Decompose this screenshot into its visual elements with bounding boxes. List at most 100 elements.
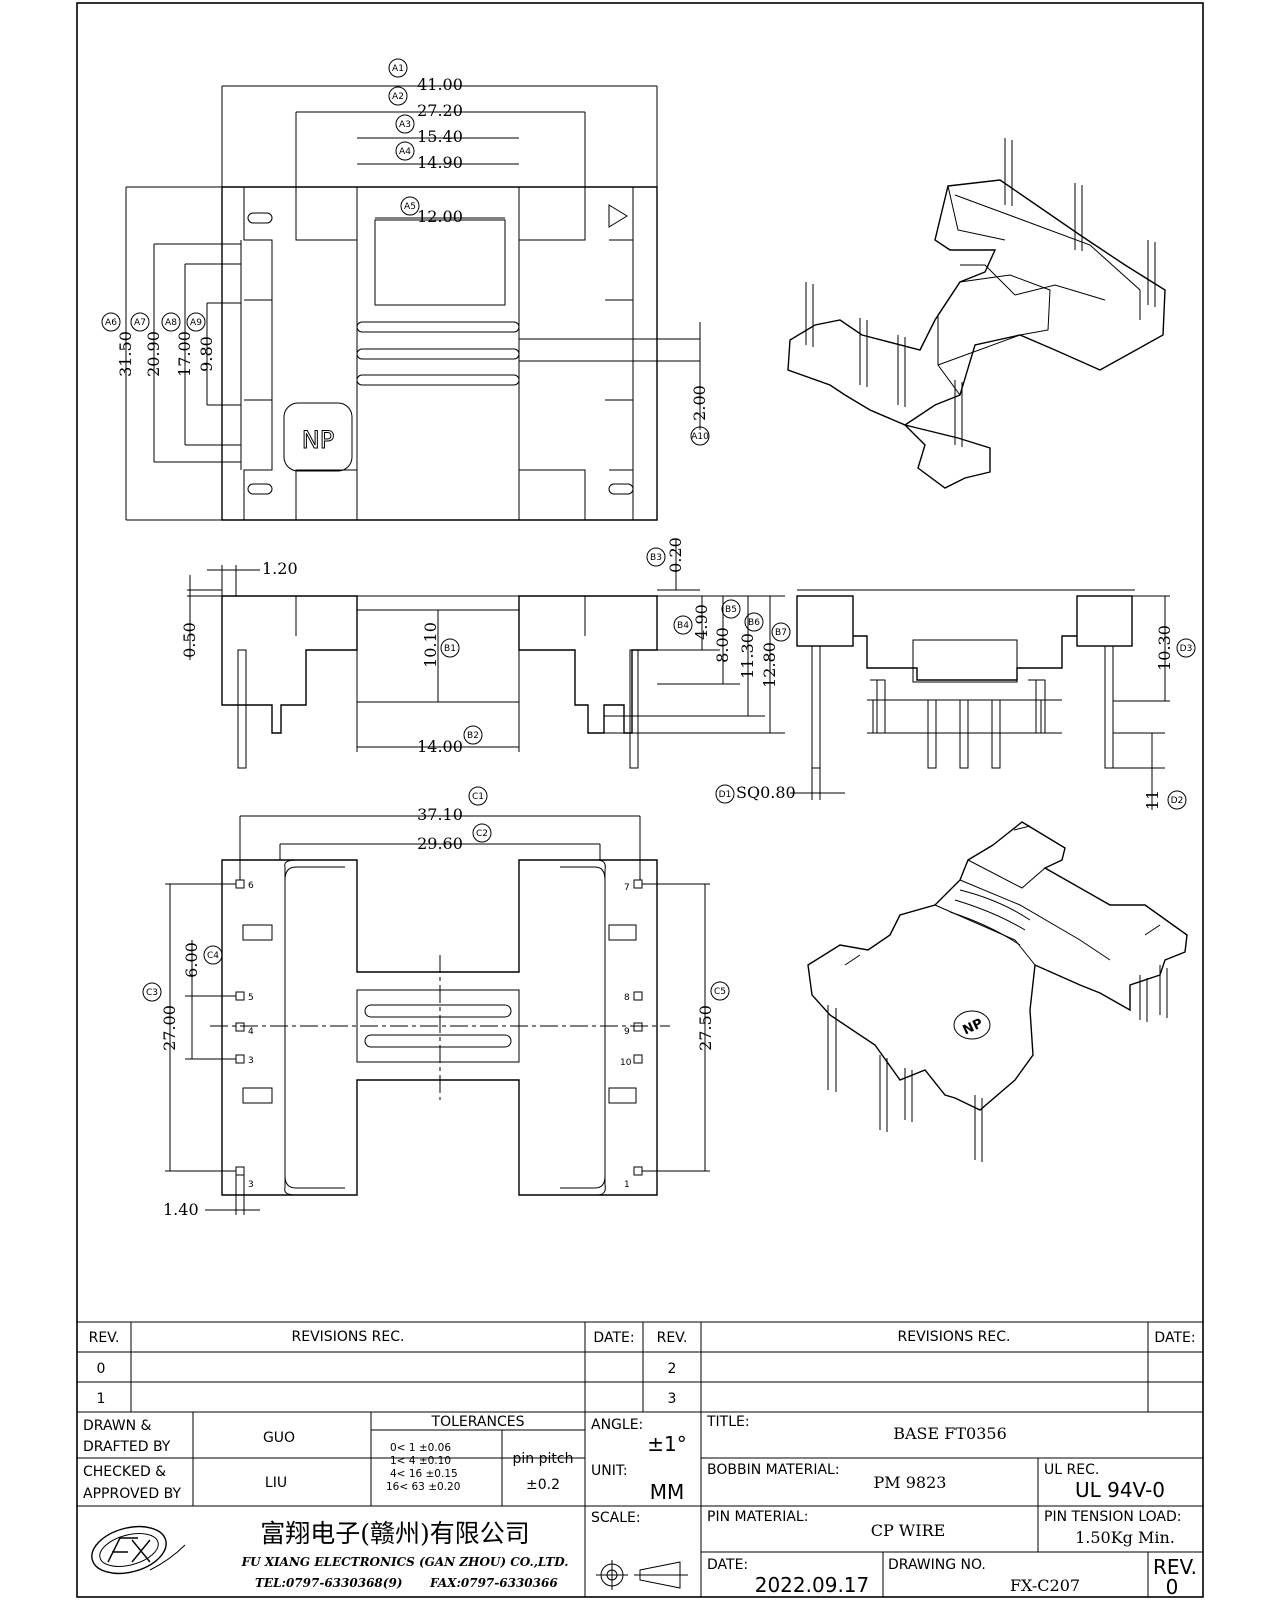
bubble-a6: A6	[101, 312, 121, 332]
pin-number-3b: 3	[248, 1056, 254, 1066]
pin-tension-label: PIN TENSION LOAD:	[1044, 1509, 1181, 1525]
svg-text:C1: C1	[472, 792, 484, 802]
bubble-b1: B1	[440, 638, 460, 658]
dim-c5-text: 27.50	[696, 1005, 715, 1051]
svg-text:B1: B1	[444, 644, 456, 654]
bubble-d2: D2	[1167, 790, 1187, 810]
revisions-header-right: REVISIONS REC.	[898, 1329, 1011, 1345]
drawing-no-label: DRAWING NO.	[888, 1557, 986, 1573]
title-block: DRAWN & DRAFTED BY GUO CHECKED & APPROVE…	[77, 1412, 1203, 1599]
checked-value: LIU	[265, 1475, 287, 1491]
pin-number-3: 3	[248, 1180, 254, 1190]
bubble-b4: B4	[673, 615, 693, 635]
iso-view-top	[787, 138, 1166, 489]
ul-value: UL 94V-0	[1075, 1478, 1165, 1502]
dim-a2-text: 27.20	[417, 101, 463, 120]
np-logo-text: NP	[302, 426, 334, 454]
bubble-a7: A7	[130, 312, 150, 332]
tolerance-row-3: 16< 63 ±0.20	[386, 1481, 460, 1493]
pin-material-value: CP WIRE	[871, 1521, 946, 1540]
svg-text:A3: A3	[399, 120, 411, 130]
dim-a8-text: 17.00	[175, 331, 194, 377]
unit-value: MM	[650, 1480, 685, 1504]
bubble-a3: A3	[395, 114, 415, 134]
svg-text:A2: A2	[392, 92, 404, 102]
bottom-view: 6 7 5 8 4 9 3 10 3 1 37.10 C1 29.60 C2 2…	[142, 786, 730, 1219]
dim-b3-text: 0.20	[666, 537, 685, 573]
sheet-border	[76, 2, 1204, 1598]
rev-value: 0	[1166, 1575, 1179, 1599]
dim-050-text: 0.50	[180, 622, 199, 658]
svg-text:B3: B3	[650, 553, 662, 563]
svg-text:A7: A7	[134, 318, 146, 328]
bubble-d3: D3	[1176, 638, 1196, 658]
svg-text:D2: D2	[1171, 796, 1184, 806]
bubble-b7: B7	[771, 622, 791, 642]
bubble-c4: C4	[203, 945, 223, 965]
dim-a4-text: 14.90	[417, 153, 463, 172]
bubble-a8: A8	[161, 312, 181, 332]
pin-number-7: 7	[624, 883, 630, 893]
date-value: 2022.09.17	[755, 1573, 870, 1597]
svg-text:B7: B7	[775, 628, 787, 638]
svg-text:B6: B6	[748, 618, 760, 628]
dim-a5-text: 12.00	[417, 207, 463, 226]
svg-text:A10: A10	[691, 432, 709, 442]
bubble-c5: C5	[710, 981, 730, 1001]
dim-d2-text: 11	[1143, 790, 1162, 810]
svg-text:A8: A8	[165, 318, 177, 328]
company-tel: TEL:0797-6330368(9)	[255, 1576, 402, 1590]
bubble-d1: D1	[715, 784, 735, 804]
dim-b4-text: 4.90	[692, 604, 711, 640]
rev-row-0: 0	[97, 1361, 106, 1377]
revisions-header-left: REVISIONS REC.	[292, 1329, 405, 1345]
svg-text:C2: C2	[476, 829, 488, 839]
dim-a10-text: 2.00	[690, 385, 709, 421]
pin-number-9: 9	[624, 1027, 630, 1037]
iso-view-bottom: NP	[807, 821, 1188, 1162]
dim-120-text: 1.20	[262, 559, 298, 578]
title-value: BASE FT0356	[893, 1424, 1007, 1443]
dim-a7-text: 20.90	[144, 331, 163, 377]
bubble-a2: A2	[388, 86, 408, 106]
dim-d3-text: 10.30	[1155, 625, 1174, 671]
date-header-right: DATE:	[1154, 1330, 1195, 1346]
front-view: 1.20 0.50 10.10 B1 14.00 B2 0.20 B3 4.90…	[180, 537, 791, 769]
pin-pitch-label: pin pitch	[513, 1451, 574, 1467]
svg-text:A4: A4	[399, 147, 411, 157]
rev-header-left: REV.	[89, 1330, 120, 1346]
dim-a6-text: 31.50	[116, 331, 135, 377]
bubble-c3: C3	[142, 982, 162, 1002]
bubble-b5: B5	[721, 599, 741, 619]
top-view: NP 41.00 27.20 15.40 14.90 12.00 A1 A2 A…	[101, 58, 710, 521]
svg-text:B4: B4	[677, 621, 689, 631]
dim-b5-text: 8.00	[713, 627, 732, 663]
bubble-b3: B3	[646, 547, 666, 567]
pin-number-10: 10	[620, 1058, 632, 1068]
pin-pitch-value: ±0.2	[526, 1477, 560, 1493]
bubble-c2: C2	[472, 823, 492, 843]
dim-d1-text: SQ0.80	[736, 783, 796, 802]
svg-text:C5: C5	[714, 987, 726, 997]
svg-text:C3: C3	[146, 988, 158, 998]
bubble-a1: A1	[388, 58, 408, 78]
approved-label: APPROVED BY	[83, 1486, 181, 1502]
drawing-no-value: FX-C207	[1010, 1576, 1080, 1595]
pin-number-1: 1	[624, 1180, 630, 1190]
svg-text:B5: B5	[725, 605, 737, 615]
dim-b7-text: 12.80	[760, 642, 779, 688]
rev-row-1: 1	[97, 1391, 106, 1407]
title-label: TITLE:	[706, 1414, 750, 1430]
company-name-cn: 富翔电子(赣州)有限公司	[260, 1519, 530, 1548]
svg-text:C4: C4	[207, 951, 219, 961]
bobbin-value: PM 9823	[874, 1473, 947, 1492]
side-view: 10.30 D3 11 D2 SQ0.80 D1	[715, 589, 1196, 810]
unit-label: UNIT:	[591, 1463, 628, 1479]
tolerance-row-0: 0< 1 ±0.06	[390, 1442, 451, 1454]
dim-b2-text: 14.00	[417, 737, 463, 756]
pin-markers	[235, 879, 643, 1176]
dim-c1-text: 37.10	[417, 805, 463, 824]
dim-c4-text: 6.00	[182, 942, 201, 978]
pin-number-8: 8	[624, 993, 630, 1003]
rev-label: REV.	[1153, 1555, 1197, 1579]
